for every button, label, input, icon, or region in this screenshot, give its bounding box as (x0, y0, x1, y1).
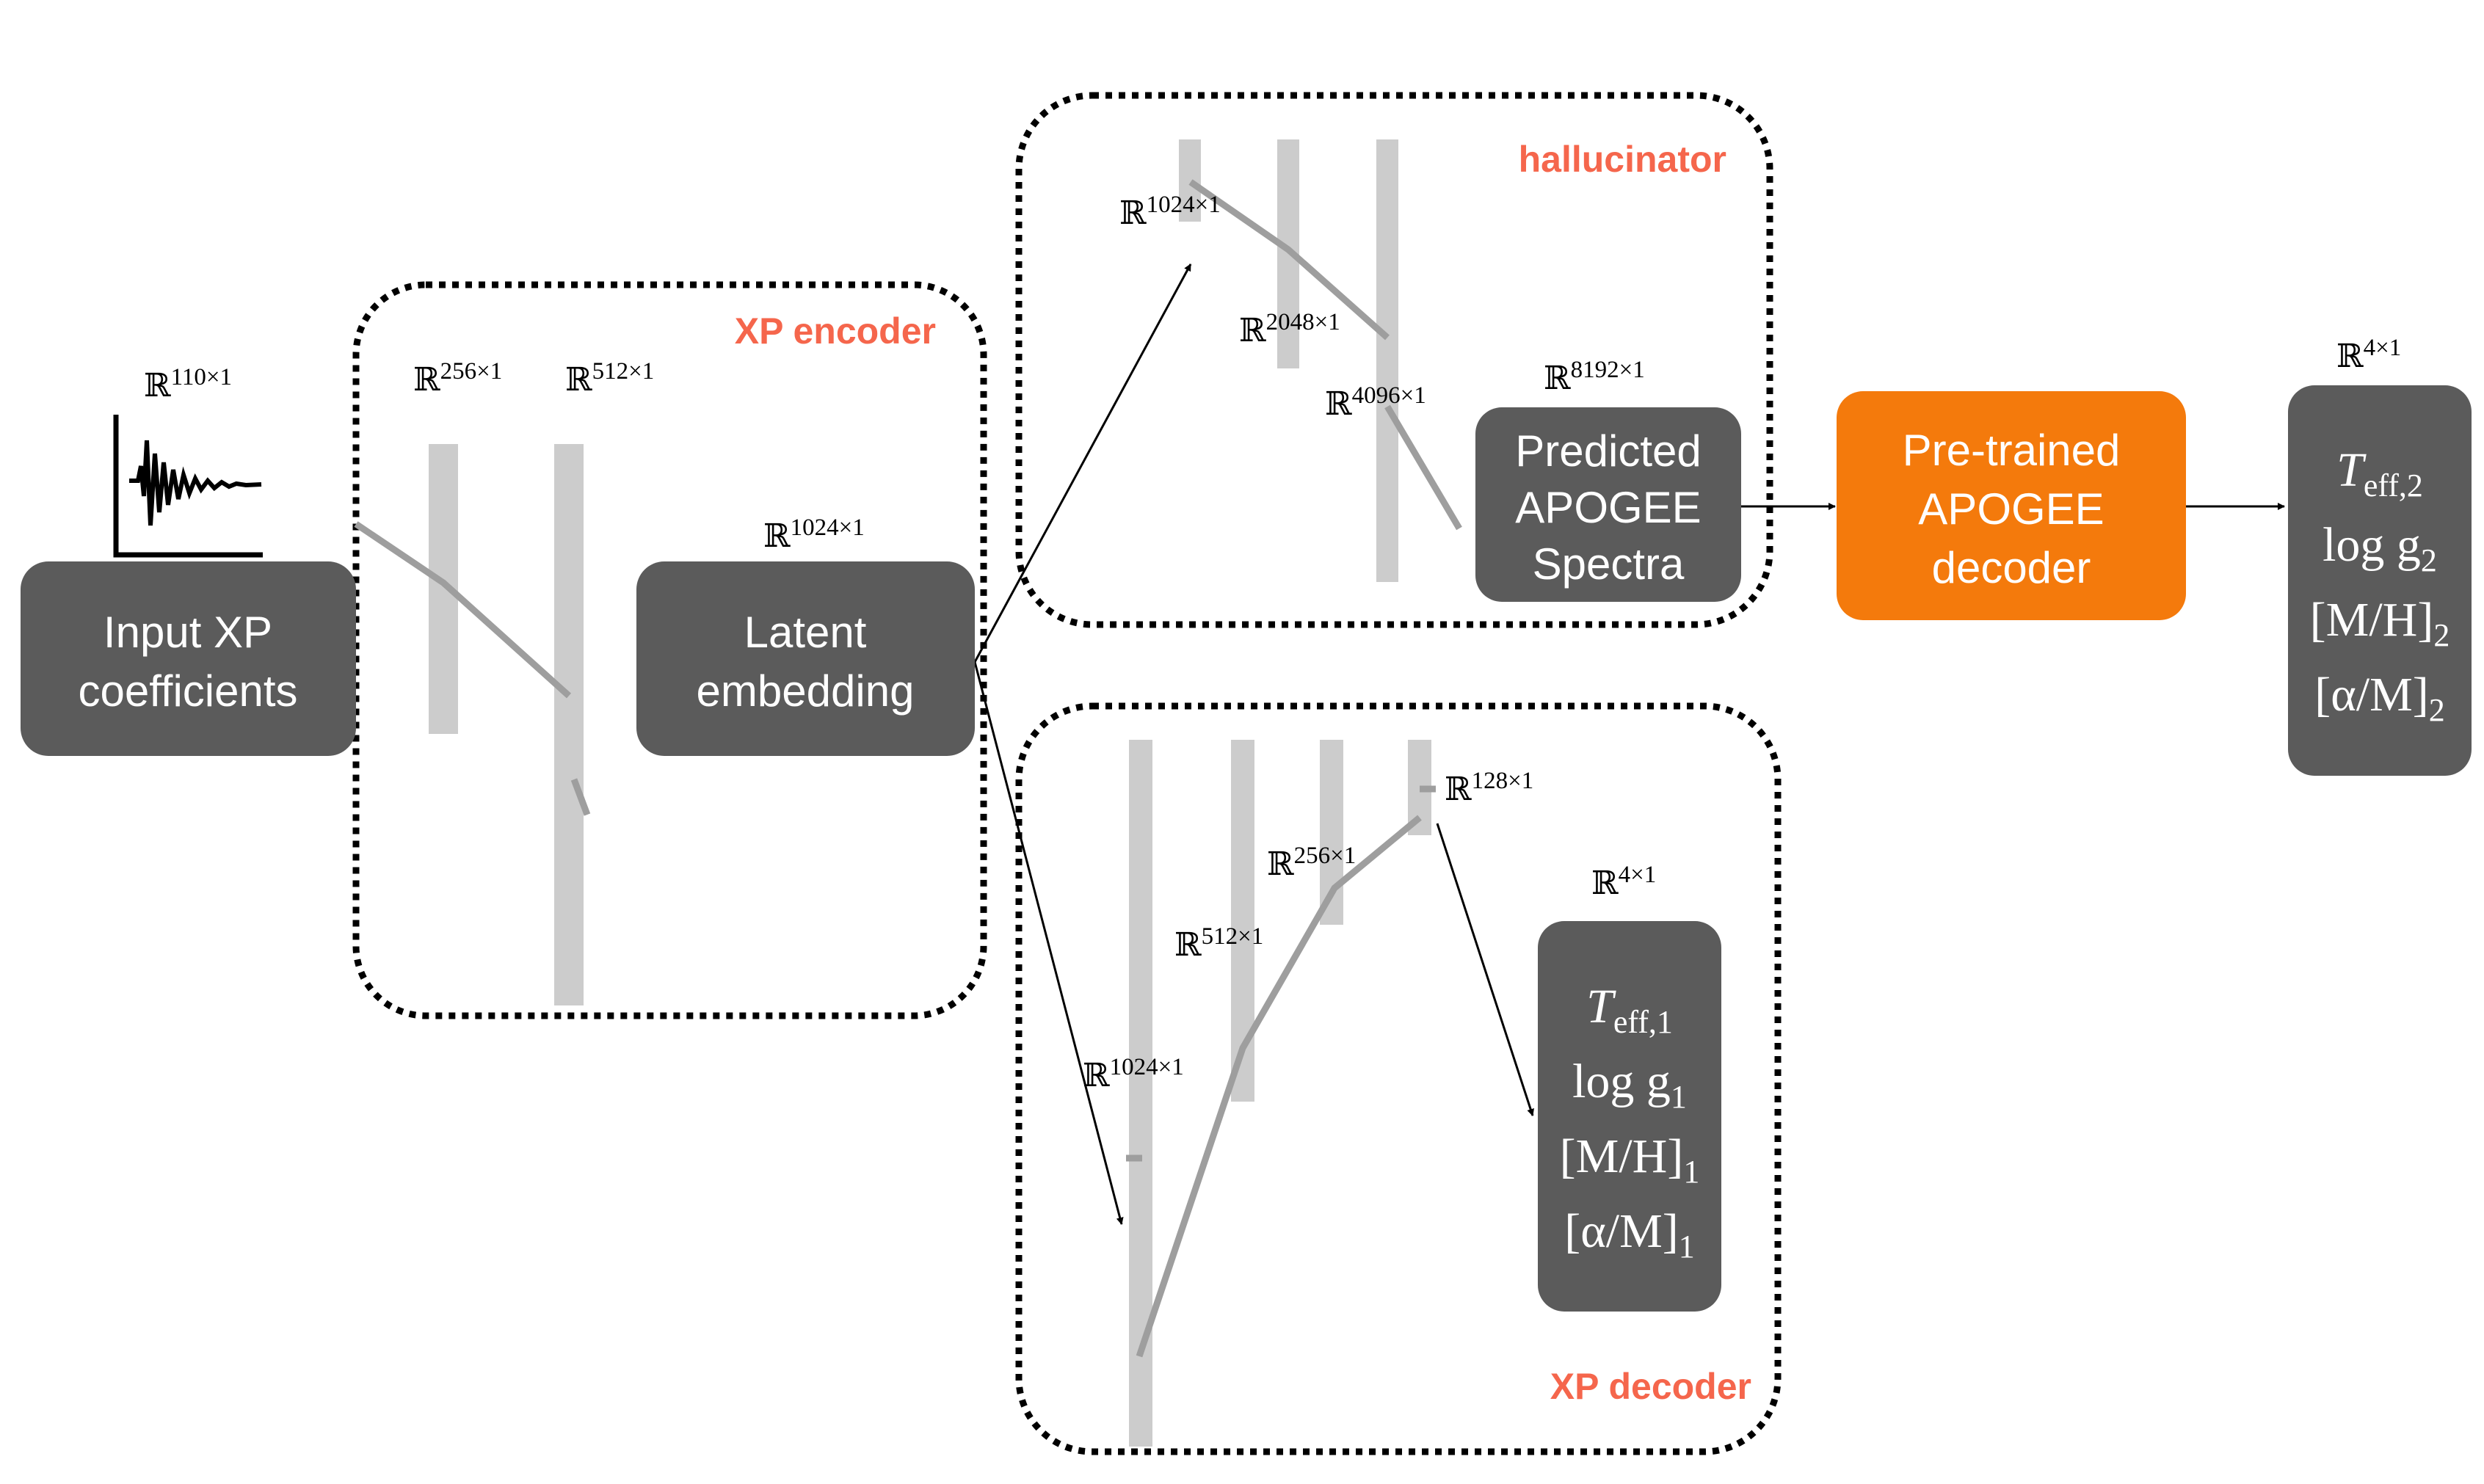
dim-dec-1024: ℝ1024×1 (1083, 1054, 1184, 1094)
dim-enc-512: ℝ512×1 (565, 358, 654, 398)
dim-dec-out: ℝ4×1 (1591, 862, 1656, 901)
xp-decoder-frame (1015, 702, 1782, 1455)
encoder-connector-tail (570, 778, 591, 816)
decoder-layer-1024 (1129, 740, 1152, 1447)
dim-enc-256: ℝ256×1 (413, 358, 502, 398)
hallucinator-connector (1188, 179, 1390, 341)
dim-hal-2048: ℝ2048×1 (1239, 309, 1340, 349)
latent-to-decoder-arrow (973, 661, 1124, 1225)
arrows (973, 263, 2285, 1225)
xp-decoder-params-box: Teff,1 log g1 [M/H]1 [α/M]1 (1538, 921, 1721, 1312)
hallucinator-layer-4096 (1376, 139, 1398, 582)
latent-label-2: embedding (697, 666, 915, 716)
am-1: [α/M]1 (1564, 1204, 1695, 1265)
hallucinator-title: hallucinator (1519, 139, 1726, 180)
pretrained-decoder-box: Pre-trained APOGEE decoder (1837, 391, 2186, 620)
mh-2: [M/H]2 (2310, 593, 2450, 653)
layer-connectors (354, 179, 1462, 1358)
input-xp-label-2: coefficients (78, 666, 297, 716)
am-2: [α/M]2 (2314, 668, 2445, 728)
dim-hal-out: ℝ8192×1 (1544, 357, 1645, 396)
teff-1: Teff,1 (1586, 980, 1673, 1040)
decoder-connector (1136, 815, 1422, 1358)
dim-dec-256: ℝ256×1 (1267, 843, 1356, 882)
xp-encoder-title: XP encoder (735, 310, 936, 352)
logg-1: log g1 (1572, 1055, 1687, 1115)
input-xp-box: Input XP coefficients (21, 561, 356, 756)
latent-to-hallucinator-arrow (973, 263, 1192, 663)
waveform-icon (113, 415, 263, 558)
encoder-layer-512 (554, 444, 584, 1005)
predicted-label-1: Predicted (1515, 426, 1701, 476)
teff-2: Teff,2 (2336, 443, 2423, 503)
decoder-layer-512 (1231, 740, 1254, 1102)
pretrained-label-2: APOGEE (1918, 484, 2104, 534)
encoder-connector (354, 521, 572, 699)
dim-final-out: ℝ4×1 (2336, 335, 2401, 374)
final-params-box: Teff,2 log g2 [M/H]2 [α/M]2 (2288, 385, 2472, 776)
latent-label-1: Latent (744, 608, 867, 657)
latent-embedding-box: Latent embedding (636, 561, 975, 756)
input-xp-label-1: Input XP (104, 608, 272, 657)
dim-input: ℝ110×1 (144, 364, 232, 404)
xp-decoder-title: XP decoder (1550, 1366, 1751, 1407)
pretrained-label-3: decoder (1932, 543, 2091, 592)
predicted-label-2: APOGEE (1515, 483, 1701, 532)
pretrained-label-1: Pre-trained (1903, 426, 2121, 475)
decoder-to-params-arrow (1436, 823, 1534, 1116)
dim-dec-512: ℝ512×1 (1174, 923, 1263, 963)
dim-dec-128: ℝ128×1 (1445, 768, 1533, 807)
predicted-label-3: Spectra (1533, 539, 1685, 589)
dim-hal-1024: ℝ1024×1 (1119, 192, 1221, 231)
encoder-layers (429, 444, 584, 1005)
dim-latent: ℝ1024×1 (763, 514, 865, 554)
logg-2: log g2 (2323, 518, 2437, 578)
hallucinator-layer-1024 (1179, 139, 1201, 222)
dim-hal-4096: ℝ4096×1 (1325, 382, 1426, 422)
xp-encoder-frame (352, 281, 987, 1019)
hallucinator-connector-tail (1384, 404, 1462, 531)
mh-1: [M/H]1 (1560, 1130, 1700, 1190)
predicted-spectra-box: Predicted APOGEE Spectra (1475, 407, 1741, 602)
